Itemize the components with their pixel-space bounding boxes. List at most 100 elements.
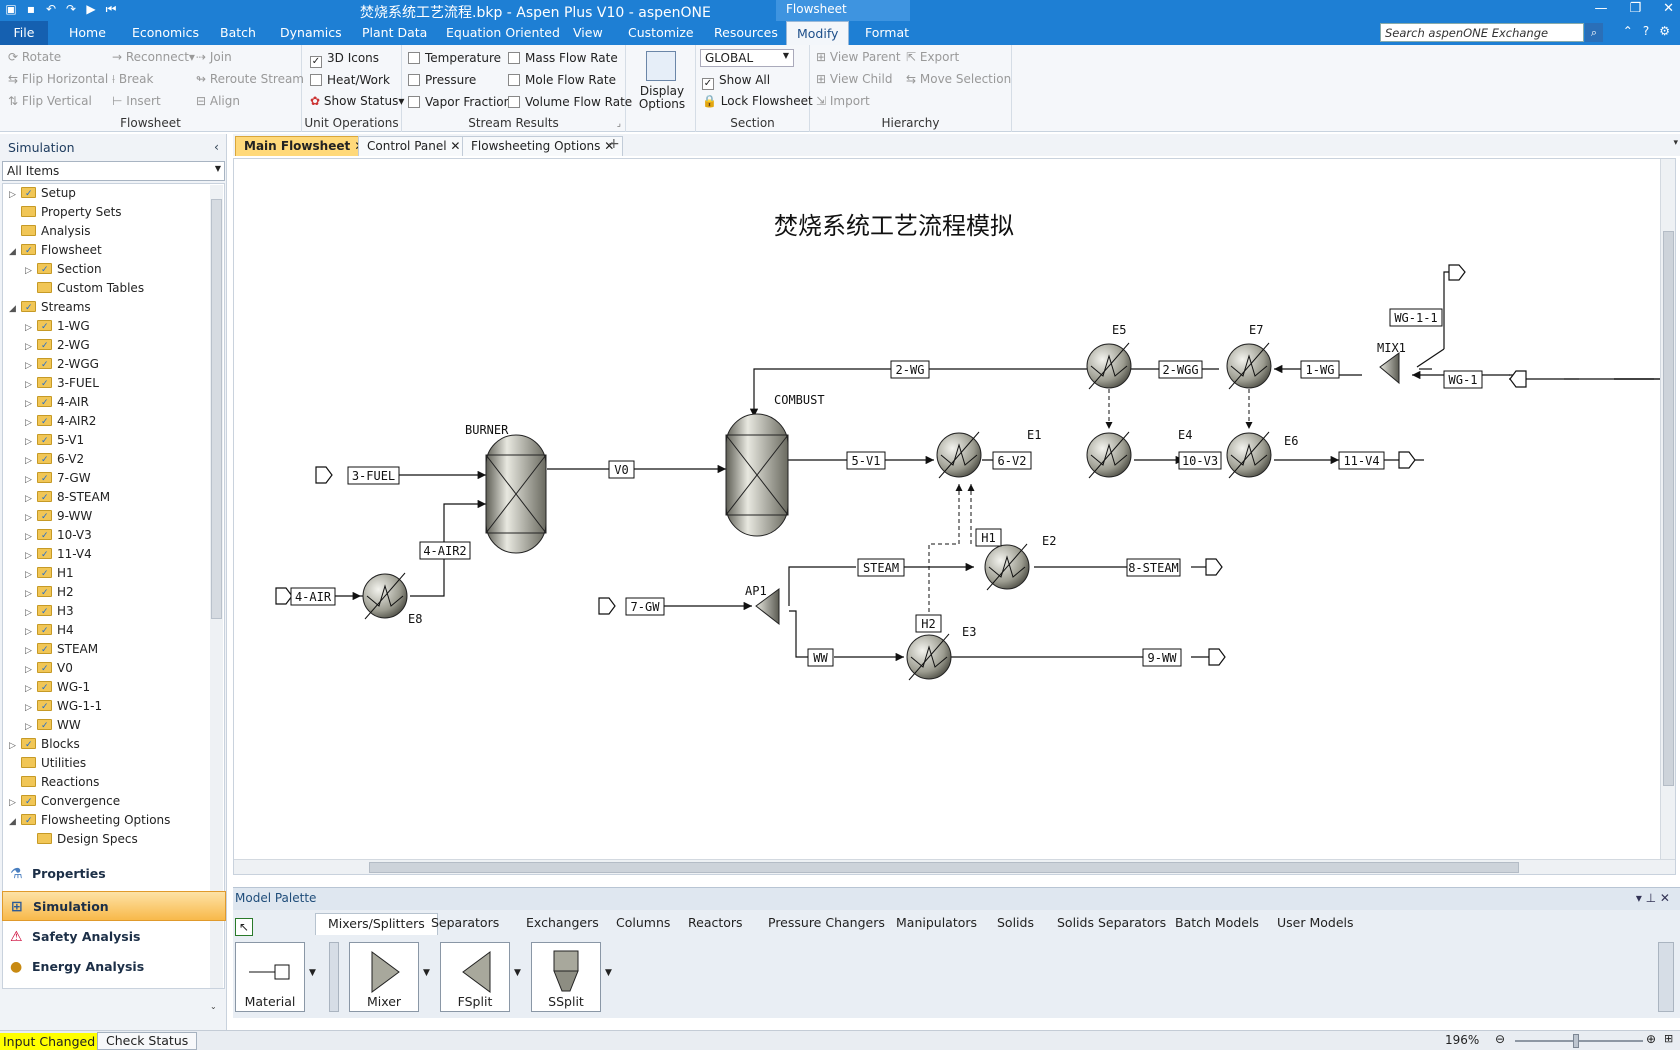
palette-item-ssplit[interactable]: SSplit — [531, 942, 601, 1012]
stream-10-v3[interactable]: 10-V3 — [1178, 451, 1222, 470]
scrollbar-thumb[interactable] — [369, 862, 1519, 873]
tab-flowsheeting-options[interactable]: Flowsheeting Options ✕ — [462, 136, 624, 156]
tree-item[interactable]: ▷6-V2 — [25, 450, 84, 470]
palette-tab-exchangers[interactable]: Exchangers — [526, 915, 599, 930]
close-button[interactable]: ✕ — [1663, 1, 1674, 16]
add-tab-icon[interactable]: + — [608, 136, 620, 152]
tree-item[interactable]: ▷1-WG — [25, 317, 90, 337]
section-select[interactable]: GLOBAL▼ — [700, 49, 794, 67]
import-button[interactable]: ⇲ Import — [816, 94, 870, 108]
tree-item[interactable]: ▷H4 — [25, 621, 74, 641]
vapor-fraction-checkbox[interactable]: Vapor Fraction — [408, 95, 511, 109]
expander-icon[interactable]: ▷ — [25, 342, 32, 352]
palette-tab-manipulators[interactable]: Manipulators — [896, 915, 978, 930]
tree-item[interactable]: ▷STEAM — [25, 640, 98, 660]
view-child-button[interactable]: ⊞ View Child — [816, 72, 893, 86]
block-e8[interactable] — [362, 572, 408, 620]
tab-equation-oriented[interactable]: Equation Oriented — [446, 25, 560, 40]
expander-icon[interactable]: ▷ — [25, 589, 32, 599]
block-combust[interactable] — [725, 413, 789, 537]
stream-5-v1[interactable]: 5-V1 — [846, 451, 886, 470]
nav-properties[interactable]: ⚗Properties — [10, 866, 106, 882]
palette-scroll-right[interactable] — [1658, 942, 1674, 1012]
show-all-checkbox[interactable]: ✓Show All — [702, 73, 771, 90]
stream-ww[interactable]: WW — [807, 648, 834, 667]
stream-3-fuel[interactable]: 3-FUEL — [347, 466, 400, 485]
break-button[interactable]: ⟊ Break — [112, 72, 154, 86]
lock-flowsheet-button[interactable]: 🔒 Lock Flowsheet — [702, 94, 813, 108]
tree-item[interactable]: Reactions — [9, 773, 99, 792]
display-options-button[interactable]: Display Options — [638, 84, 686, 111]
expander-icon[interactable]: ▷ — [25, 532, 32, 542]
tab-dynamics[interactable]: Dynamics — [280, 25, 342, 40]
tree-item[interactable]: ▷8-STEAM — [25, 488, 110, 508]
scrollbar-thumb[interactable] — [211, 199, 222, 619]
options-icon[interactable]: ⚙ — [1659, 24, 1670, 38]
expander-icon[interactable]: ◢ — [9, 247, 16, 257]
canvas-horizontal-scrollbar[interactable] — [234, 859, 1675, 874]
palette-item-material[interactable]: Material — [235, 942, 305, 1012]
tab-home[interactable]: Home — [69, 25, 106, 40]
expander-icon[interactable]: ▷ — [25, 456, 32, 466]
palette-tab-batch-models[interactable]: Batch Models — [1175, 915, 1259, 930]
nav-energy-analysis[interactable]: ●Energy Analysis — [10, 959, 145, 975]
chevron-down-icon[interactable]: ▼ — [605, 968, 612, 978]
check-status-button[interactable]: Check Status — [97, 1032, 198, 1050]
expander-icon[interactable]: ▷ — [25, 380, 32, 390]
tab-economics[interactable]: Economics — [132, 25, 200, 40]
tree-item[interactable]: ▷Blocks — [9, 735, 80, 755]
expander-icon[interactable]: ◢ — [9, 304, 16, 314]
volume-flow-rate-checkbox[interactable]: Volume Flow Rate — [508, 95, 632, 109]
flowsheet-diagram[interactable]: 焚烧系统工艺流程模拟 — [234, 159, 1662, 861]
rotate-button[interactable]: ⟳ Rotate — [8, 50, 62, 64]
tree-item[interactable]: ▷V0 — [25, 659, 73, 679]
expander-icon[interactable]: ▷ — [25, 703, 32, 713]
expander-icon[interactable]: ▷ — [25, 627, 32, 637]
tree-item[interactable]: ▷2-WG — [25, 336, 90, 356]
run-icon[interactable]: ▶ — [86, 2, 96, 16]
align-button[interactable]: ⊟ Align — [196, 94, 240, 108]
fit-icon[interactable]: ⊞ — [1664, 1032, 1674, 1045]
tree-scrollbar[interactable] — [210, 185, 223, 988]
tree-item[interactable]: ▷7-GW — [25, 469, 91, 489]
stream-1-wg[interactable]: 1-WG — [1300, 360, 1340, 379]
stream-6-v2[interactable]: 6-V2 — [992, 451, 1032, 470]
stream-11-v4[interactable]: 11-V4 — [1338, 451, 1385, 470]
tree-item[interactable]: Utilities — [9, 754, 86, 773]
palette-item-fsplit[interactable]: FSplit — [440, 942, 510, 1012]
expander-icon[interactable]: ▷ — [25, 551, 32, 561]
reconnect-button[interactable]: → Reconnect▾ — [112, 50, 195, 64]
tab-menu-icon[interactable]: ▾ — [1673, 138, 1678, 148]
expander-icon[interactable]: ▷ — [25, 665, 32, 675]
3d-icons-checkbox[interactable]: ✓3D Icons — [310, 51, 380, 68]
tree-item[interactable]: ◢Flowsheet — [9, 241, 102, 261]
tab-control-panel[interactable]: Control Panel ✕ — [358, 136, 470, 156]
undo-icon[interactable]: ↶ — [45, 2, 57, 16]
tab-view[interactable]: View — [573, 25, 603, 40]
flip-vertical-button[interactable]: ⇅ Flip Vertical — [8, 94, 92, 108]
minimize-button[interactable]: — — [1594, 1, 1608, 16]
tree-item[interactable]: ▷10-V3 — [25, 526, 92, 546]
tree-item[interactable]: ▷Setup — [9, 184, 76, 204]
tab-main-flowsheet[interactable]: Main Flowsheet ✕ — [235, 136, 374, 156]
app-icon[interactable]: ▣ — [5, 2, 17, 16]
expander-icon[interactable]: ▷ — [25, 266, 32, 276]
filter-select[interactable]: All Items▼ — [2, 161, 225, 181]
expander-icon[interactable]: ▷ — [25, 646, 32, 656]
tab-modify[interactable]: Modify — [786, 21, 850, 45]
expander-icon[interactable]: ▷ — [25, 323, 32, 333]
stream-7-gw[interactable]: 7-GW — [625, 597, 665, 616]
tree-item[interactable]: ▷3-FUEL — [25, 374, 99, 394]
zoom-slider[interactable] — [1515, 1040, 1643, 1042]
tree-item[interactable]: ▷WW — [25, 716, 81, 736]
save-icon[interactable]: ▪ — [26, 2, 36, 16]
stream-steam[interactable]: STEAM — [857, 558, 905, 577]
tree-item[interactable]: Custom Tables — [25, 279, 144, 298]
tab-file[interactable]: File — [0, 21, 48, 45]
nav-simulation[interactable]: ⊞Simulation — [2, 891, 226, 921]
tree-item[interactable]: Property Sets — [9, 203, 122, 222]
expander-icon[interactable]: ▷ — [25, 437, 32, 447]
expander-icon[interactable]: ▷ — [25, 684, 32, 694]
stream-h2[interactable]: H2 — [915, 614, 942, 633]
zoom-slider-thumb[interactable] — [1573, 1034, 1579, 1048]
